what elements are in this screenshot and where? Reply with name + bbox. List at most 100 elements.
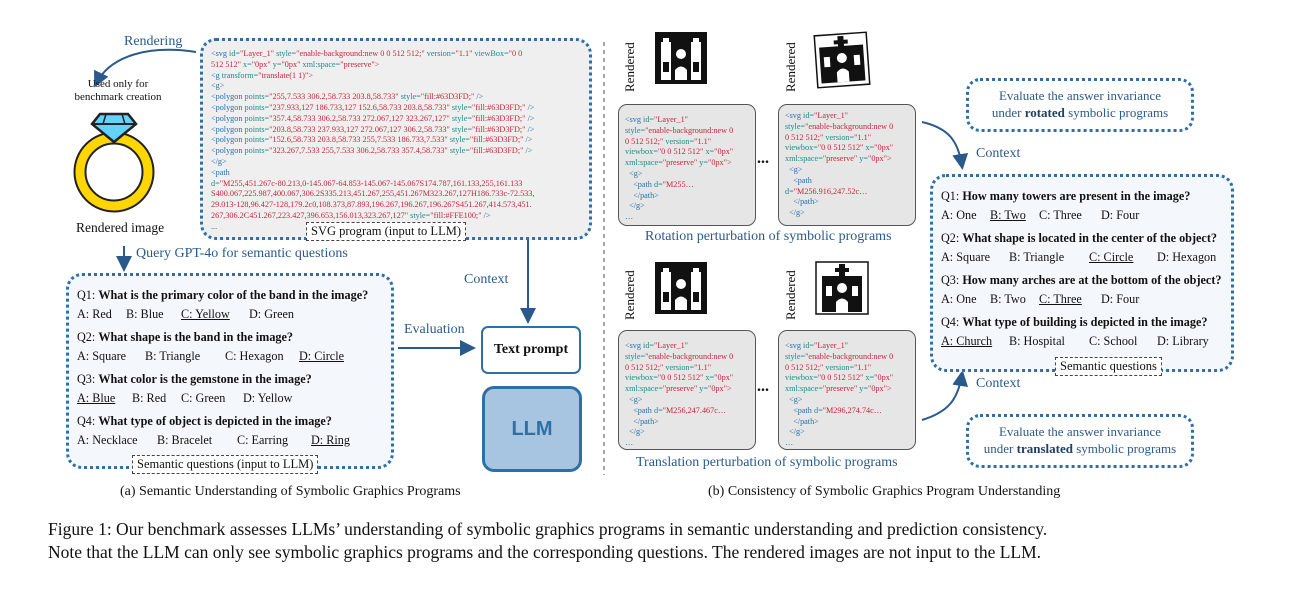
code-line: viewbox="0 0 512 512" x="0px": [625, 373, 734, 383]
question-text: Q3: How many arches are at the bottom of…: [941, 273, 1222, 287]
answer-option: B: Two: [990, 292, 1026, 306]
code-line: d="M255,451.267c-80.213,0-145.067-64.853…: [211, 178, 523, 188]
code-line: <polygon points="255,7.533 306.2,58.733 …: [211, 92, 484, 102]
right-questions-label: Semantic questions: [1055, 357, 1162, 376]
church-icon-rotated-1: [655, 32, 707, 84]
answer-option: C: Green: [181, 391, 226, 405]
answer-option: A: Blue: [77, 391, 116, 405]
answer-option: A: One: [941, 292, 977, 306]
church-icon-translated-2: [815, 261, 869, 315]
eval-rotated-line-1: Evaluate the answer invariance: [998, 88, 1162, 103]
text-prompt-box: Text prompt: [481, 326, 581, 374]
code-line: <path d="M296,274.74c…: [785, 405, 882, 415]
answer-option: A: Square: [77, 349, 127, 363]
code-line: style="enable-background:new 0: [785, 121, 894, 131]
trans-code-1: <svg id="Layer_1"style="enable-backgroun…: [625, 341, 733, 449]
trans-code-box-1: <svg id="Layer_1"style="enable-backgroun…: [618, 330, 756, 450]
question-text: Q1: What is the primary color of the ban…: [77, 288, 369, 302]
figure-caption-line-2: Note that the LLM can only see symbolic …: [48, 542, 1042, 562]
ring-icon: [70, 106, 158, 216]
question-text: Q2: What shape is located in the center …: [941, 231, 1217, 245]
code-line: <polygon points="237.933,127 186.733,127…: [211, 102, 535, 112]
code-line: style="enable-background:new 0: [625, 125, 734, 135]
eval-rotated-emphasis: rotated: [1024, 105, 1065, 120]
rendered-label-trans-2: Rendered: [783, 270, 798, 320]
code-line: <path d="M256,247.467c…: [625, 405, 727, 415]
rendering-arrow: [94, 48, 197, 88]
answer-option: A: One: [941, 208, 977, 222]
rot-code-2: <svg id="Layer_1"style="enable-backgroun…: [785, 111, 893, 230]
answer-option: D: Library: [1157, 334, 1209, 348]
code-line: 512 512" x="0px" y="0px" xml:space="pres…: [211, 59, 380, 69]
eval-rotated-line-2: under rotated symbolic programs: [991, 105, 1169, 120]
code-line: style="enable-background:new 0: [785, 351, 894, 361]
rendered-label-trans-1: Rendered: [622, 270, 637, 320]
answer-option: A: Red: [77, 307, 112, 321]
eval-translated-line-2: under translated symbolic programs: [983, 441, 1177, 456]
translation-caption: Translation perturbation of symbolic pro…: [636, 455, 898, 470]
context-label-top: Context: [976, 146, 1021, 161]
code-line: <svg id="Layer_1": [625, 341, 689, 350]
code-line: S400.067,225.987,400.067,306.2S335.213,4…: [211, 189, 535, 199]
right-questions-box: Q1: How many towers are present in the i…: [930, 174, 1234, 372]
svg-code: <svg id="Layer_1" style="enable-backgrou…: [211, 49, 534, 233]
left-questions-label: Semantic questions (input to LLM): [132, 455, 319, 474]
svg-program-box: <svg id="Layer_1" style="enable-backgrou…: [200, 38, 592, 240]
church-icon-translated-1: [655, 262, 707, 314]
code-line: <g transform="translate(1 1)">: [211, 70, 313, 80]
code-line: xml:space="preserve" y="0px">: [785, 154, 892, 164]
answer-option: C: Three: [1039, 208, 1082, 222]
answer-option: D: Hexagon: [1157, 250, 1217, 264]
rot-ellipsis: ...: [757, 150, 769, 167]
used-only-line-2: benchmark creation: [74, 91, 162, 103]
code-line: 267,306.2C451.267,223.427,396.653,156.01…: [211, 210, 491, 220]
code-line: viewbox="0 0 512 512" x="0px": [785, 143, 894, 153]
rendered-image-label: Rendered image: [76, 220, 165, 235]
code-line: <g>: [785, 394, 803, 404]
code-line: <g>: [785, 164, 803, 174]
church-icon-rotated-2: [813, 31, 871, 89]
answer-option: B: Two: [990, 208, 1026, 222]
code-line: style="enable-background:new 0: [625, 351, 734, 361]
answer-option: D: Circle: [299, 349, 345, 363]
answer-option: B: Red: [132, 391, 167, 405]
code-line: </path>: [785, 197, 819, 207]
rot-code-1: <svg id="Layer_1"style="enable-backgroun…: [625, 115, 733, 223]
code-line: <path: [211, 167, 230, 177]
query-label: Query GPT-4o for semantic questions: [136, 246, 348, 261]
code-line: <g>: [625, 394, 643, 404]
answer-option: D: Green: [249, 307, 295, 321]
code-line: <g>: [211, 81, 225, 91]
context-arrow-top: [921, 121, 969, 170]
left-questions-box: Q1: What is the primary color of the ban…: [66, 273, 394, 469]
rot-code-box-1: <svg id="Layer_1"style="enable-backgroun…: [618, 104, 756, 226]
answer-option: B: Triangle: [1009, 250, 1065, 264]
answer-option: D: Yellow: [243, 391, 293, 405]
eval-rotated-box: Evaluate the answer invariance under rot…: [966, 78, 1194, 132]
code-line: <polygon points="152.6,58.733 203.8,58.7…: [211, 135, 533, 145]
code-line: xml:space="preserve" y="0px">: [625, 158, 732, 168]
code-line: …: [785, 438, 794, 448]
code-line: <polygon points="357.4,58.733 306.2,58.7…: [211, 113, 535, 123]
code-line: 0 512 512;" version="1.1": [625, 362, 712, 372]
answer-option: C: Three: [1039, 292, 1082, 306]
answer-option: A: Church: [941, 334, 993, 348]
svg-program-label: SVG program (input to LLM): [306, 222, 466, 241]
answer-option: B: Hospital: [1009, 334, 1065, 348]
code-line: …: [785, 218, 794, 228]
code-line: xml:space="preserve" y="0px">: [625, 384, 732, 394]
answer-option: A: Square: [941, 250, 991, 264]
used-only-note: Used only for benchmark creation: [68, 78, 168, 104]
code-line: <svg id="Layer_1": [625, 115, 689, 124]
code-line: xml:space="preserve" y="0px">: [785, 384, 892, 394]
question-text: Q4: What type of building is depicted in…: [941, 315, 1208, 329]
code-line: 0 512 512;" version="1.1": [625, 136, 712, 146]
answer-option: C: Yellow: [181, 307, 230, 321]
answer-option: D: Four: [1101, 208, 1140, 222]
code-line: ...: [211, 221, 218, 231]
code-line: </g>: [211, 156, 227, 166]
code-line: <g>: [625, 168, 643, 178]
code-line: <polygon points="323.267,7.533 255,7.533…: [211, 146, 533, 156]
code-line: <path: [785, 175, 812, 185]
